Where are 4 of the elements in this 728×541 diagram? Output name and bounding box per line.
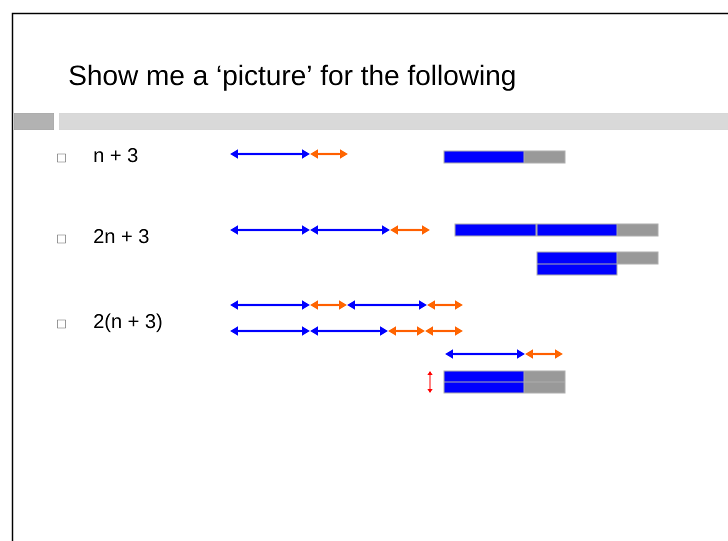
bullet-text: 2n + 3 (94, 229, 148, 244)
bullet-text: 2(n + 3) (94, 314, 162, 332)
bullet-text: n + 3 (94, 148, 138, 162)
slide-title: Show me a ‘picture’ for the following (69, 64, 515, 91)
